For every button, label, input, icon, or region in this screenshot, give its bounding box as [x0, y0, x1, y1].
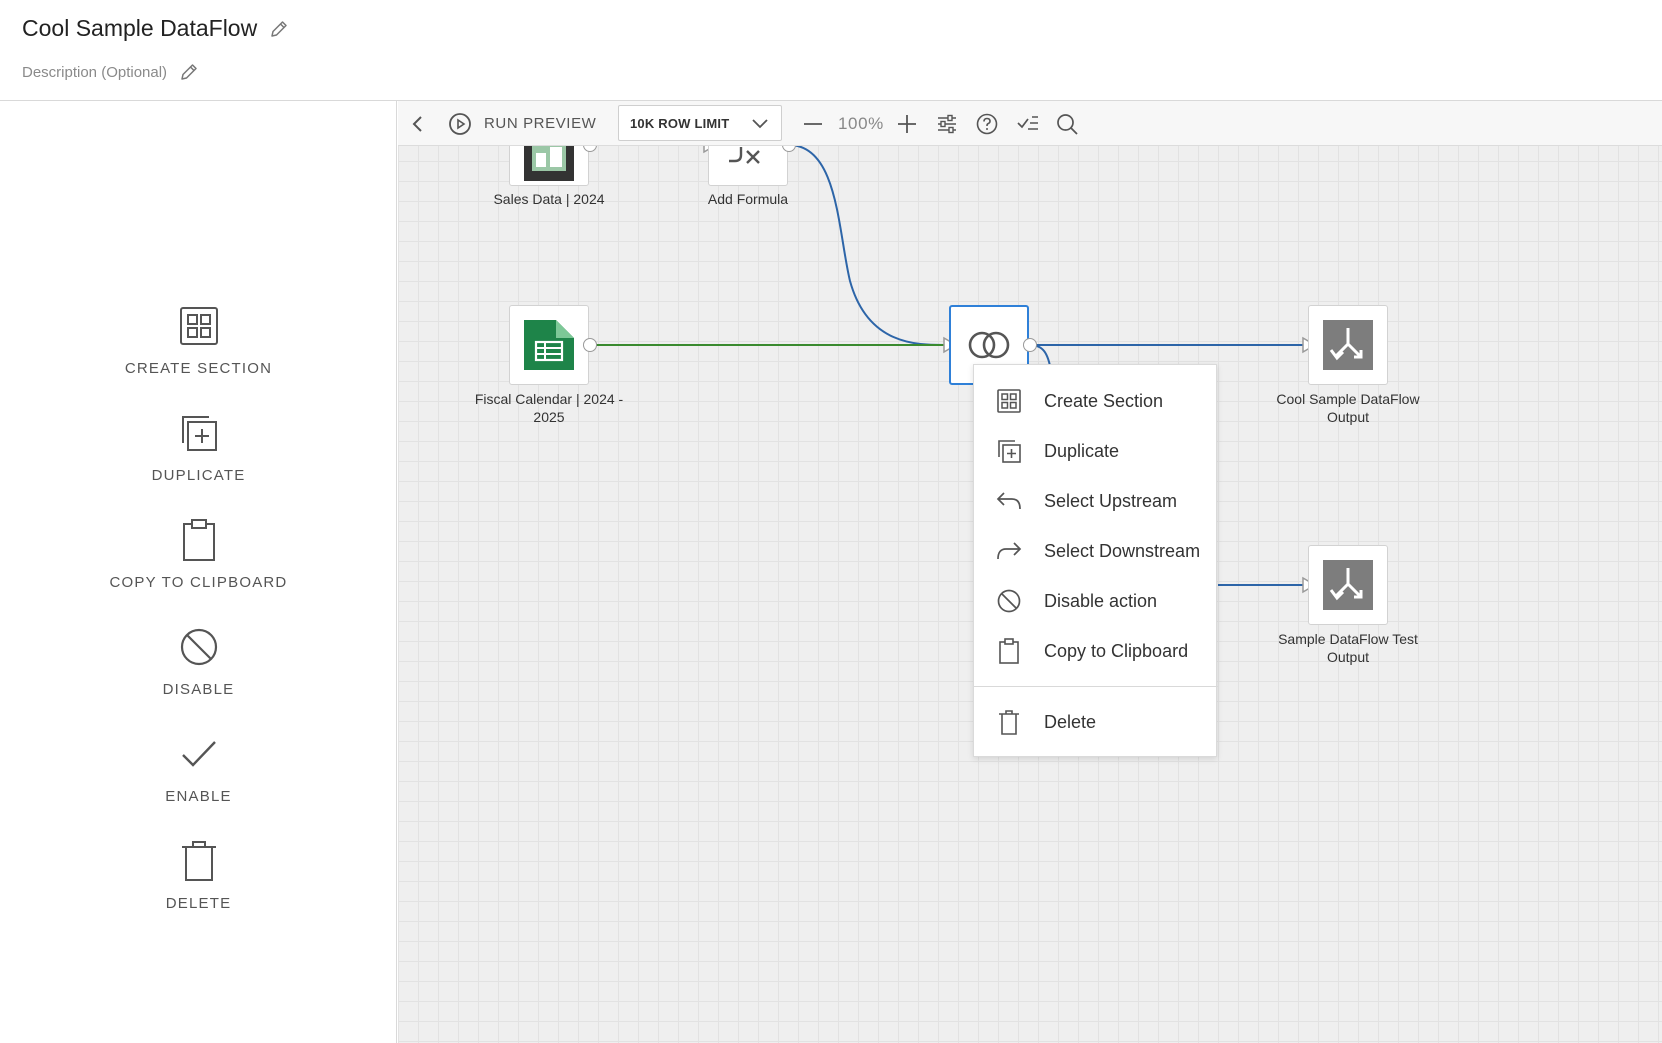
- node-output-2[interactable]: [1308, 545, 1388, 625]
- output-1-label: Cool Sample DataFlow Output: [1276, 391, 1420, 425]
- validate-button[interactable]: [1016, 101, 1040, 146]
- link-formula-to-join: [788, 144, 947, 347]
- disable-label: DISABLE: [162, 681, 235, 698]
- copy-to-clipboard-action[interactable]: COPY TO CLIPBOARD: [0, 518, 397, 591]
- search-icon: [1057, 113, 1078, 135]
- minus-icon: [804, 122, 822, 125]
- menu-select-upstream-label: Select Upstream: [1044, 490, 1178, 511]
- clipboard-icon: [182, 519, 215, 561]
- add-formula-label: Add Formula: [707, 191, 789, 207]
- fiscal-calendar-label: Fiscal Calendar | 2024 - 2025: [474, 391, 624, 425]
- search-button[interactable]: [1056, 101, 1078, 146]
- menu-disable-action[interactable]: Disable action: [974, 579, 1218, 623]
- enable-label: ENABLE: [165, 788, 232, 805]
- header: Cool Sample DataFlow Description (Option…: [0, 0, 1662, 101]
- node-output-1[interactable]: [1308, 305, 1388, 385]
- help-button[interactable]: [976, 101, 998, 146]
- menu-copy-to-clipboard-label: Copy to Clipboard: [1044, 640, 1189, 661]
- sliders-icon: [938, 114, 956, 133]
- menu-select-upstream[interactable]: Select Upstream: [974, 479, 1218, 523]
- collapse-panel-button[interactable]: [408, 101, 428, 146]
- trash-icon: [999, 710, 1019, 735]
- create-section-label: CREATE SECTION: [124, 360, 273, 377]
- help-icon: [976, 113, 998, 134]
- chevron-left-icon: [412, 115, 422, 132]
- edit-description-pencil-icon[interactable]: [179, 62, 199, 82]
- row-limit-select[interactable]: 10K ROW LIMIT: [618, 105, 782, 141]
- arrow-forward-icon: [997, 542, 1022, 560]
- title-row: Cool Sample DataFlow: [22, 15, 289, 42]
- spreadsheet-icon: [524, 320, 574, 370]
- trash-icon: [181, 841, 216, 881]
- enable-action[interactable]: ENABLE: [0, 732, 397, 805]
- node-context-menu: Create Section Duplicate Select Upstream…: [973, 364, 1218, 757]
- plus-icon: [898, 114, 916, 133]
- output-icon: [1323, 320, 1373, 370]
- chevron-down-icon: [752, 119, 768, 129]
- node-fiscal-calendar[interactable]: [509, 305, 589, 385]
- grid-section-icon: [179, 307, 218, 345]
- zoom-level: 100%: [838, 101, 884, 146]
- delete-action[interactable]: DELETE: [0, 839, 397, 912]
- output-icon: [1323, 560, 1373, 610]
- description-row: Description (Optional): [22, 62, 199, 82]
- disable-icon: [997, 589, 1021, 613]
- fiscal-calendar-output-port[interactable]: [583, 338, 597, 352]
- menu-divider: [974, 686, 1218, 687]
- menu-select-downstream-label: Select Downstream: [1044, 540, 1201, 561]
- delete-label: DELETE: [165, 895, 232, 912]
- duplicate-label: DUPLICATE: [151, 467, 246, 484]
- check-list-icon: [1017, 115, 1038, 130]
- clipboard-icon: [999, 638, 1019, 664]
- menu-disable-action-label: Disable action: [1044, 590, 1158, 611]
- disable-icon: [180, 628, 217, 666]
- menu-duplicate[interactable]: Duplicate: [974, 429, 1218, 473]
- join-output-port[interactable]: [1023, 338, 1037, 352]
- disable-action[interactable]: DISABLE: [0, 625, 397, 698]
- menu-create-section[interactable]: Create Section: [974, 379, 1218, 423]
- menu-copy-to-clipboard[interactable]: Copy to Clipboard: [974, 629, 1218, 673]
- arrow-back-icon: [996, 492, 1021, 510]
- menu-delete[interactable]: Delete: [974, 700, 1218, 744]
- zoom-level-value: 100%: [838, 113, 884, 133]
- grid-section-icon: [997, 389, 1021, 413]
- duplicate-icon: [998, 440, 1021, 463]
- copy-to-clipboard-label: COPY TO CLIPBOARD: [109, 574, 288, 591]
- check-icon: [181, 741, 216, 767]
- formula-icon: [729, 147, 760, 164]
- duplicate-action[interactable]: DUPLICATE: [0, 411, 397, 484]
- menu-create-section-label: Create Section: [1044, 390, 1164, 411]
- sales-data-label: Sales Data | 2024: [493, 191, 605, 207]
- row-limit-value: 10K ROW LIMIT: [630, 115, 730, 131]
- menu-duplicate-label: Duplicate: [1044, 440, 1120, 461]
- play-circle-icon: [449, 112, 471, 135]
- description-field[interactable]: Description (Optional): [22, 63, 168, 81]
- canvas-toolbar: RUN PREVIEW 10K ROW LIMIT 100%: [398, 101, 1662, 146]
- zoom-out-button[interactable]: [802, 101, 824, 146]
- edit-title-pencil-icon[interactable]: [269, 19, 289, 39]
- run-preview-button[interactable]: RUN PREVIEW: [448, 101, 596, 146]
- create-section-action[interactable]: CREATE SECTION: [0, 304, 397, 377]
- join-icon: [968, 331, 1010, 359]
- action-side-panel: CREATE SECTION DUPLICATE COPY TO CLIPBOA…: [0, 101, 397, 1043]
- zoom-in-button[interactable]: [896, 101, 918, 146]
- output-2-label: Sample DataFlow Test Output: [1278, 631, 1418, 665]
- run-preview-label: RUN PREVIEW: [484, 115, 597, 132]
- menu-select-downstream[interactable]: Select Downstream: [974, 529, 1218, 573]
- duplicate-icon: [181, 416, 217, 451]
- dataflow-title[interactable]: Cool Sample DataFlow: [22, 15, 258, 41]
- menu-delete-label: Delete: [1044, 711, 1097, 732]
- settings-button[interactable]: [936, 101, 958, 146]
